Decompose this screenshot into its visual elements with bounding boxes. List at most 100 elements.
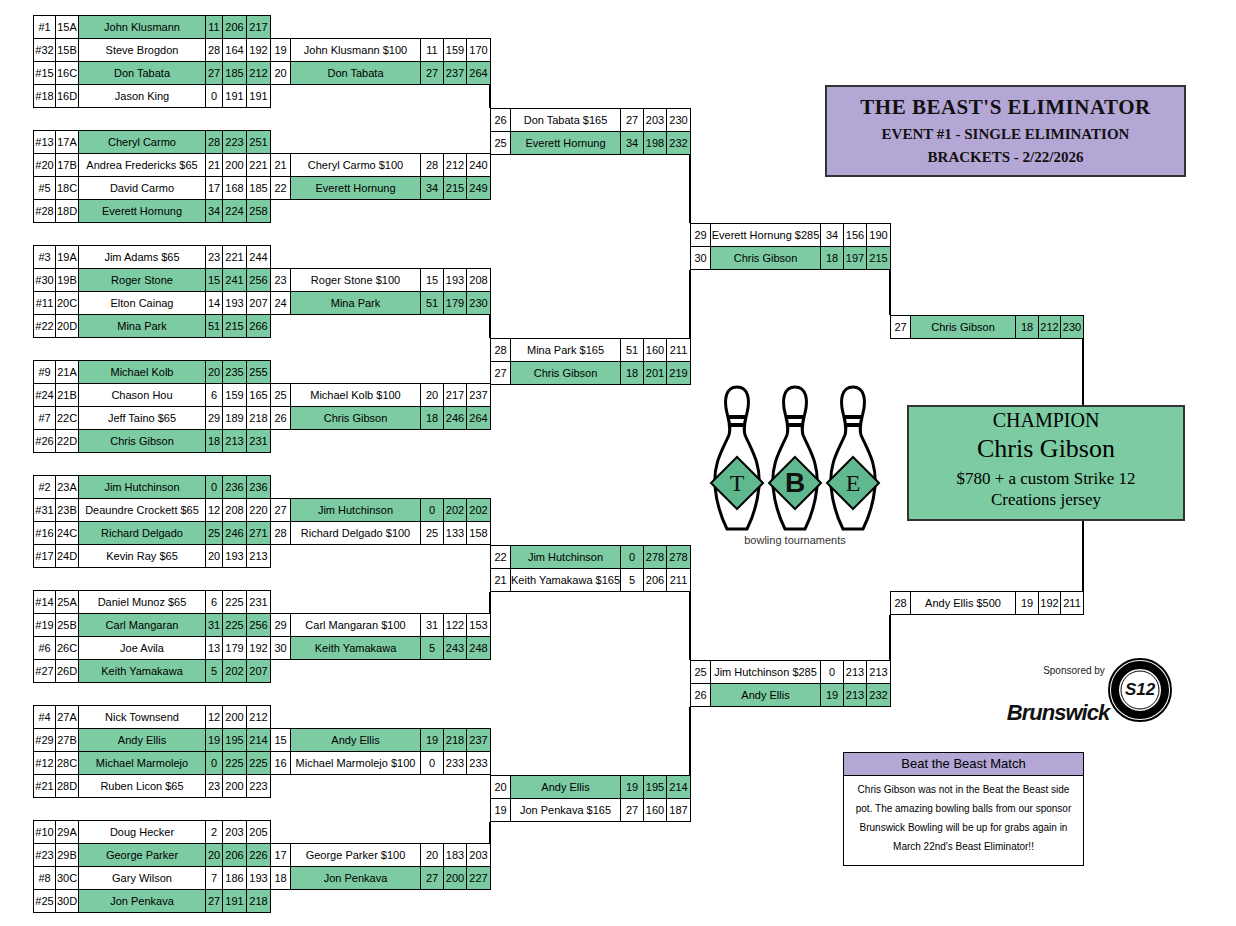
bracket-cell: 0 (820, 660, 844, 684)
bracket-row: 28Mina Park $16551160211 (490, 338, 691, 362)
bracket-row: #2017BAndrea Fredericks $6521200221 (33, 153, 271, 177)
bracket-cell: 27 (420, 61, 444, 85)
bracket-cell: 192 (1038, 591, 1061, 615)
bracket-cell: 18 (420, 406, 444, 430)
bracket-cell: Chris Gibson (710, 246, 821, 270)
bracket-row: #427ANick Townsend12200212 (33, 705, 271, 729)
champion-box: CHAMPIONChris Gibson$780 + a custom Stri… (907, 405, 1185, 521)
bracket-cell: Chason Hou (78, 383, 206, 407)
bracket-cell: 6 (205, 590, 223, 614)
bracket-cell: 240 (466, 153, 491, 177)
bracket-cell: Michael Kolb (78, 360, 206, 384)
bracket-cell: #32 (33, 38, 56, 62)
bracket-cell: 230 (1060, 315, 1084, 339)
bracket-cell: Jim Hutchinson (78, 475, 206, 499)
bracket-row: 21Keith Yamakawa $1655206211 (490, 568, 691, 592)
bracket-cell: 12 (205, 498, 223, 522)
bracket-cell: 211 (1060, 591, 1084, 615)
bracket-row: 20Don Tabata27237264 (270, 61, 491, 85)
bracket-cell: 236 (246, 475, 271, 499)
bracket-row: #1724DKevin Ray $6520193213 (33, 544, 271, 568)
bracket-cell: Deaundre Crockett $65 (78, 498, 206, 522)
bracket-row: 27Jim Hutchinson0202202 (270, 498, 491, 522)
bracket-cell: 246 (443, 406, 467, 430)
bracket-cell: 206 (643, 568, 667, 592)
bracket-cell: 185 (246, 176, 271, 200)
bracket-cell: #30 (33, 268, 56, 292)
bracket-row: #223AJim Hutchinson0236236 (33, 475, 271, 499)
bracket-cell: 15 (205, 268, 223, 292)
bracket-cell: #12 (33, 751, 56, 775)
bracket-row: 29Everett Hornung $28534156190 (690, 223, 891, 247)
bracket-cell: 241 (222, 268, 247, 292)
bracket-cell: 232 (666, 131, 691, 155)
bracket-cell: 20D (55, 314, 79, 338)
bracket-cell: #15 (33, 61, 56, 85)
bracket-cell: 30C (55, 866, 79, 890)
bracket-cell: 160 (643, 798, 667, 822)
bracket-cell: 278 (643, 545, 667, 569)
bracket-cell: 19 (205, 728, 223, 752)
bracket-cell: 213 (843, 660, 867, 684)
bracket-cell: 19 (270, 38, 291, 62)
bracket-cell: Carl Mangaran (78, 613, 206, 637)
bracket-cell: Gary Wilson (78, 866, 206, 890)
bracket-cell: Don Tabata (290, 61, 421, 85)
bracket-cell: 237 (466, 383, 491, 407)
bracket-cell: 31 (420, 613, 444, 637)
bracket-cell: 29 (270, 613, 291, 637)
bracket-row: #830CGary Wilson7186193 (33, 866, 271, 890)
bracket-row: #1425ADaniel Munoz $656225231 (33, 590, 271, 614)
bracket-cell: 27 (890, 315, 911, 339)
bracket-cell: George Parker (78, 843, 206, 867)
bracket-cell: 165 (246, 383, 271, 407)
bracket-cell: 34 (205, 199, 223, 223)
bracket-cell: 27A (55, 705, 79, 729)
bracket-cell: 193 (443, 268, 467, 292)
bracket-cell: 202 (466, 498, 491, 522)
bracket-cell: 237 (466, 728, 491, 752)
bracket-cell: 28 (420, 153, 444, 177)
bracket-cell: Roger Stone (78, 268, 206, 292)
box-text: BRACKETS - 2/22/2026 (831, 149, 1180, 166)
bracket-cell: #25 (33, 889, 56, 913)
bracket-cell: John Klusmann (78, 15, 206, 39)
bracket-cell: 218 (246, 889, 271, 913)
bracket-cell: 190 (866, 223, 891, 247)
bracket-cell: 19A (55, 245, 79, 269)
bracket-cell: 27B (55, 728, 79, 752)
bracket-cell: Roger Stone $100 (290, 268, 421, 292)
bracket-cell: 153 (466, 613, 491, 637)
bracket-cell: #7 (33, 406, 56, 430)
bracket-cell: Chris Gibson (910, 315, 1016, 339)
bracket-cell: 27 (620, 798, 644, 822)
bracket-row: 27Chris Gibson18201219 (490, 361, 691, 385)
bracket-row: #518CDavid Carmo17168185 (33, 176, 271, 200)
bracket-cell: 200 (222, 705, 247, 729)
bracket-cell: 215 (443, 176, 467, 200)
bracket-cell: 29A (55, 820, 79, 844)
bracket-cell: 30 (270, 636, 291, 660)
bracket-cell: Everett Hornung (290, 176, 421, 200)
bracket-cell: 22 (490, 545, 511, 569)
bracket-cell: 18 (620, 361, 644, 385)
bracket-cell: 28D (55, 774, 79, 798)
bracket-row: #2622DChris Gibson18213231 (33, 429, 271, 453)
bracket-cell: 225 (246, 751, 271, 775)
bracket-row: #1624CRichard Delgado25246271 (33, 521, 271, 545)
bracket-cell: 213 (843, 683, 867, 707)
bracket-cell: 22C (55, 406, 79, 430)
bracket-cell: 156 (843, 223, 867, 247)
bracket-line (689, 580, 691, 660)
bracket-cell: Doug Hecker (78, 820, 206, 844)
bracket-cell: 26 (490, 108, 511, 132)
bracket-cell: 26D (55, 659, 79, 683)
bracket-cell: 20 (420, 383, 444, 407)
bracket-cell: 34 (420, 176, 444, 200)
bracket-cell: 25A (55, 590, 79, 614)
bracket-cell: 223 (222, 130, 247, 154)
bracket-cell: #18 (33, 84, 56, 108)
bracket-cell: 191 (222, 889, 247, 913)
bracket-row: 30Chris Gibson18197215 (690, 246, 891, 270)
bracket-cell: 256 (246, 268, 271, 292)
